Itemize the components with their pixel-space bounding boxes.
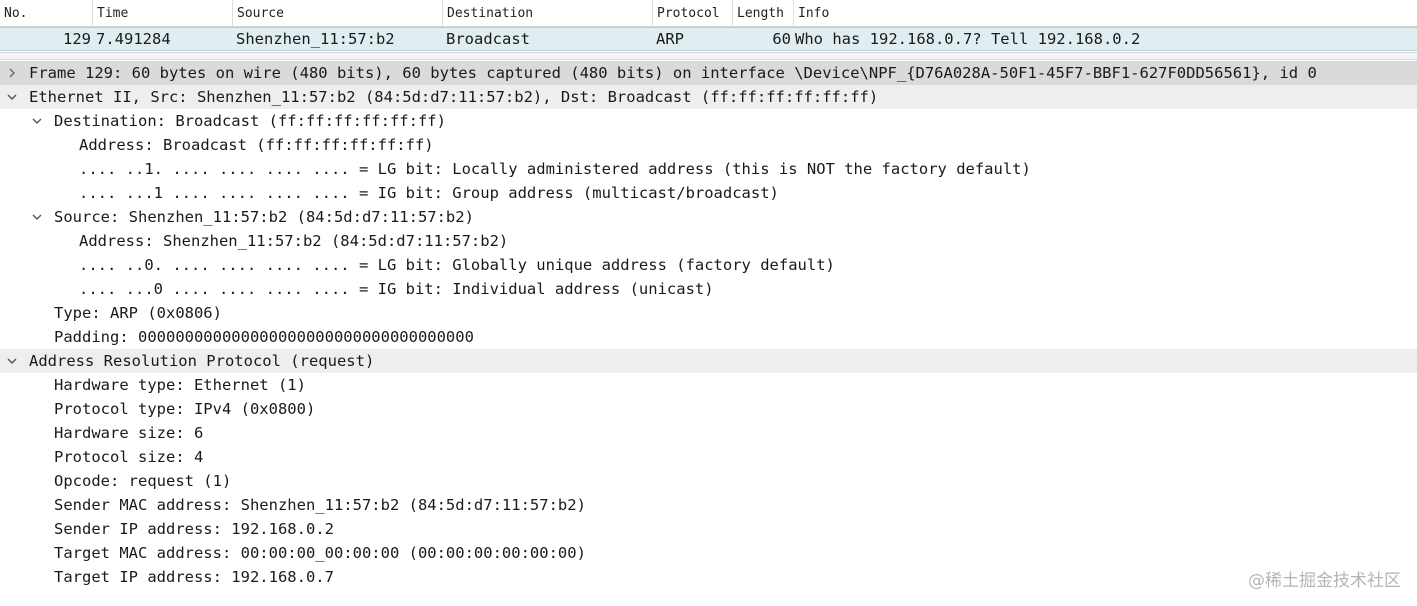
column-header-info[interactable]: Info: [798, 6, 830, 21]
tree-item[interactable]: Frame 129: 60 bytes on wire (480 bits), …: [0, 61, 1417, 85]
chevron-down-icon[interactable]: [30, 205, 44, 229]
tree-item-label: Source: Shenzhen_11:57:b2 (84:5d:d7:11:5…: [54, 208, 474, 226]
cell-destination: Broadcast: [446, 30, 530, 48]
tree-item-label: Address: Shenzhen_11:57:b2 (84:5d:d7:11:…: [79, 232, 509, 250]
cell-protocol: ARP: [656, 30, 684, 48]
tree-item-label: Ethernet II, Src: Shenzhen_11:57:b2 (84:…: [29, 88, 879, 106]
tree-item[interactable]: .... ...1 .... .... .... .... = IG bit: …: [0, 181, 1417, 205]
tree-item-label: Protocol size: 4: [54, 448, 204, 466]
tree-item[interactable]: Target IP address: 192.168.0.7: [0, 565, 1417, 589]
column-header-no[interactable]: No.: [0, 0, 93, 26]
tree-item-label: Target IP address: 192.168.0.7: [54, 568, 334, 586]
cell-info: Who has 192.168.0.7? Tell 192.168.0.2: [795, 30, 1141, 48]
tree-item-label: Address Resolution Protocol (request): [29, 352, 375, 370]
tree-item[interactable]: Protocol type: IPv4 (0x0800): [0, 397, 1417, 421]
tree-item[interactable]: Target MAC address: 00:00:00_00:00:00 (0…: [0, 541, 1417, 565]
tree-item[interactable]: Ethernet II, Src: Shenzhen_11:57:b2 (84:…: [0, 85, 1417, 109]
tree-item-label: Protocol type: IPv4 (0x0800): [54, 400, 316, 418]
chevron-down-icon[interactable]: [5, 85, 19, 109]
cell-source: Shenzhen_11:57:b2: [236, 30, 395, 48]
cell-length: 60: [772, 30, 791, 48]
tree-item-label: Sender MAC address: Shenzhen_11:57:b2 (8…: [54, 496, 586, 514]
tree-item-label: Padding: 0000000000000000000000000000000…: [54, 328, 474, 346]
column-header-time[interactable]: Time: [93, 0, 233, 26]
chevron-right-icon[interactable]: [5, 61, 19, 85]
tree-item-label: Type: ARP (0x0806): [54, 304, 222, 322]
tree-item[interactable]: Address: Shenzhen_11:57:b2 (84:5d:d7:11:…: [0, 229, 1417, 253]
tree-item-label: Frame 129: 60 bytes on wire (480 bits), …: [29, 64, 1317, 82]
column-header-source[interactable]: Source: [233, 0, 443, 26]
tree-item[interactable]: Destination: Broadcast (ff:ff:ff:ff:ff:f…: [0, 109, 1417, 133]
tree-item[interactable]: .... ..1. .... .... .... .... = LG bit: …: [0, 157, 1417, 181]
tree-item[interactable]: Type: ARP (0x0806): [0, 301, 1417, 325]
tree-item[interactable]: Address: Broadcast (ff:ff:ff:ff:ff:ff): [0, 133, 1417, 157]
watermark: @稀土掘金技术社区: [1248, 571, 1401, 591]
tree-item[interactable]: Sender MAC address: Shenzhen_11:57:b2 (8…: [0, 493, 1417, 517]
tree-item-label: .... ..0. .... .... .... .... = LG bit: …: [79, 256, 835, 274]
column-header-protocol[interactable]: ^ Protocol: [653, 0, 733, 26]
packet-list[interactable]: No. Time Source Destination ^ Protocol L…: [0, 0, 1417, 52]
tree-item-label: .... ...1 .... .... .... .... = IG bit: …: [79, 184, 779, 202]
tree-item[interactable]: Address Resolution Protocol (request): [0, 349, 1417, 373]
tree-item-label: Target MAC address: 00:00:00_00:00:00 (0…: [54, 544, 586, 562]
tree-item[interactable]: Source: Shenzhen_11:57:b2 (84:5d:d7:11:5…: [0, 205, 1417, 229]
chevron-down-icon[interactable]: [30, 109, 44, 133]
tree-item-label: Address: Broadcast (ff:ff:ff:ff:ff:ff): [79, 136, 434, 154]
column-header-protocol-label: Protocol: [657, 6, 720, 21]
column-header-length[interactable]: Length: [733, 0, 794, 26]
tree-item[interactable]: Padding: 0000000000000000000000000000000…: [0, 325, 1417, 349]
cell-time: 7.491284: [96, 30, 171, 48]
tree-item-label: Sender IP address: 192.168.0.2: [54, 520, 334, 538]
packet-list-header: No. Time Source Destination ^ Protocol L…: [0, 0, 1417, 27]
tree-item-label: Hardware type: Ethernet (1): [54, 376, 306, 394]
column-header-destination[interactable]: Destination: [443, 0, 653, 26]
tree-item[interactable]: .... ..0. .... .... .... .... = LG bit: …: [0, 253, 1417, 277]
tree-item[interactable]: Protocol size: 4: [0, 445, 1417, 469]
tree-item-label: .... ..1. .... .... .... .... = LG bit: …: [79, 160, 1031, 178]
packet-details-tree[interactable]: Frame 129: 60 bytes on wire (480 bits), …: [0, 61, 1417, 606]
chevron-down-icon[interactable]: [5, 349, 19, 373]
tree-item-label: Opcode: request (1): [54, 472, 232, 490]
pane-splitter[interactable]: [0, 52, 1417, 60]
cell-no: 129: [63, 30, 91, 48]
sort-ascending-icon: ^: [683, 0, 690, 4]
tree-item[interactable]: Sender IP address: 192.168.0.2: [0, 517, 1417, 541]
tree-item[interactable]: .... ...0 .... .... .... .... = IG bit: …: [0, 277, 1417, 301]
tree-item-label: Hardware size: 6: [54, 424, 204, 442]
tree-item[interactable]: Opcode: request (1): [0, 469, 1417, 493]
tree-item[interactable]: Hardware type: Ethernet (1): [0, 373, 1417, 397]
tree-item-label: .... ...0 .... .... .... .... = IG bit: …: [79, 280, 714, 298]
packet-row-selected[interactable]: 129 7.491284 Shenzhen_11:57:b2 Broadcast…: [0, 27, 1417, 51]
tree-item[interactable]: Hardware size: 6: [0, 421, 1417, 445]
tree-item-label: Destination: Broadcast (ff:ff:ff:ff:ff:f…: [54, 112, 446, 130]
